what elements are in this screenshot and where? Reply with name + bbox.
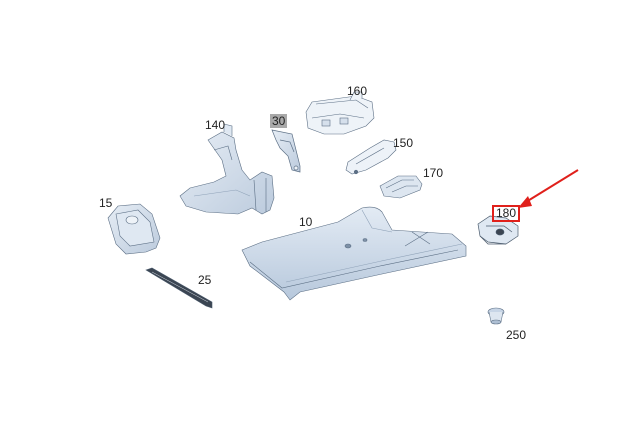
callout-250: 250 (506, 328, 527, 342)
callout-15: 15 (99, 196, 113, 210)
highlight-arrow (518, 169, 579, 208)
callout-180-highlighted: 180 (492, 205, 521, 222)
callout-140: 140 (205, 118, 226, 132)
callout-150: 150 (393, 136, 414, 150)
callout-10: 10 (299, 215, 313, 229)
part-140-member (179, 123, 275, 215)
part-10-floor-rail (241, 206, 467, 301)
part-30-bracket (271, 129, 301, 173)
callout-160: 160 (347, 84, 368, 98)
part-250-fastener (487, 307, 505, 325)
part-160-crossmember (305, 91, 375, 135)
part-15-panel (107, 203, 161, 255)
callout-30: 30 (270, 114, 288, 128)
callout-170: 170 (423, 166, 444, 180)
part-25-strip (145, 267, 213, 309)
part-170-plate (379, 175, 423, 199)
part-150-bracket (345, 139, 397, 175)
part-180-bracket (477, 215, 519, 245)
callout-25: 25 (198, 273, 212, 287)
